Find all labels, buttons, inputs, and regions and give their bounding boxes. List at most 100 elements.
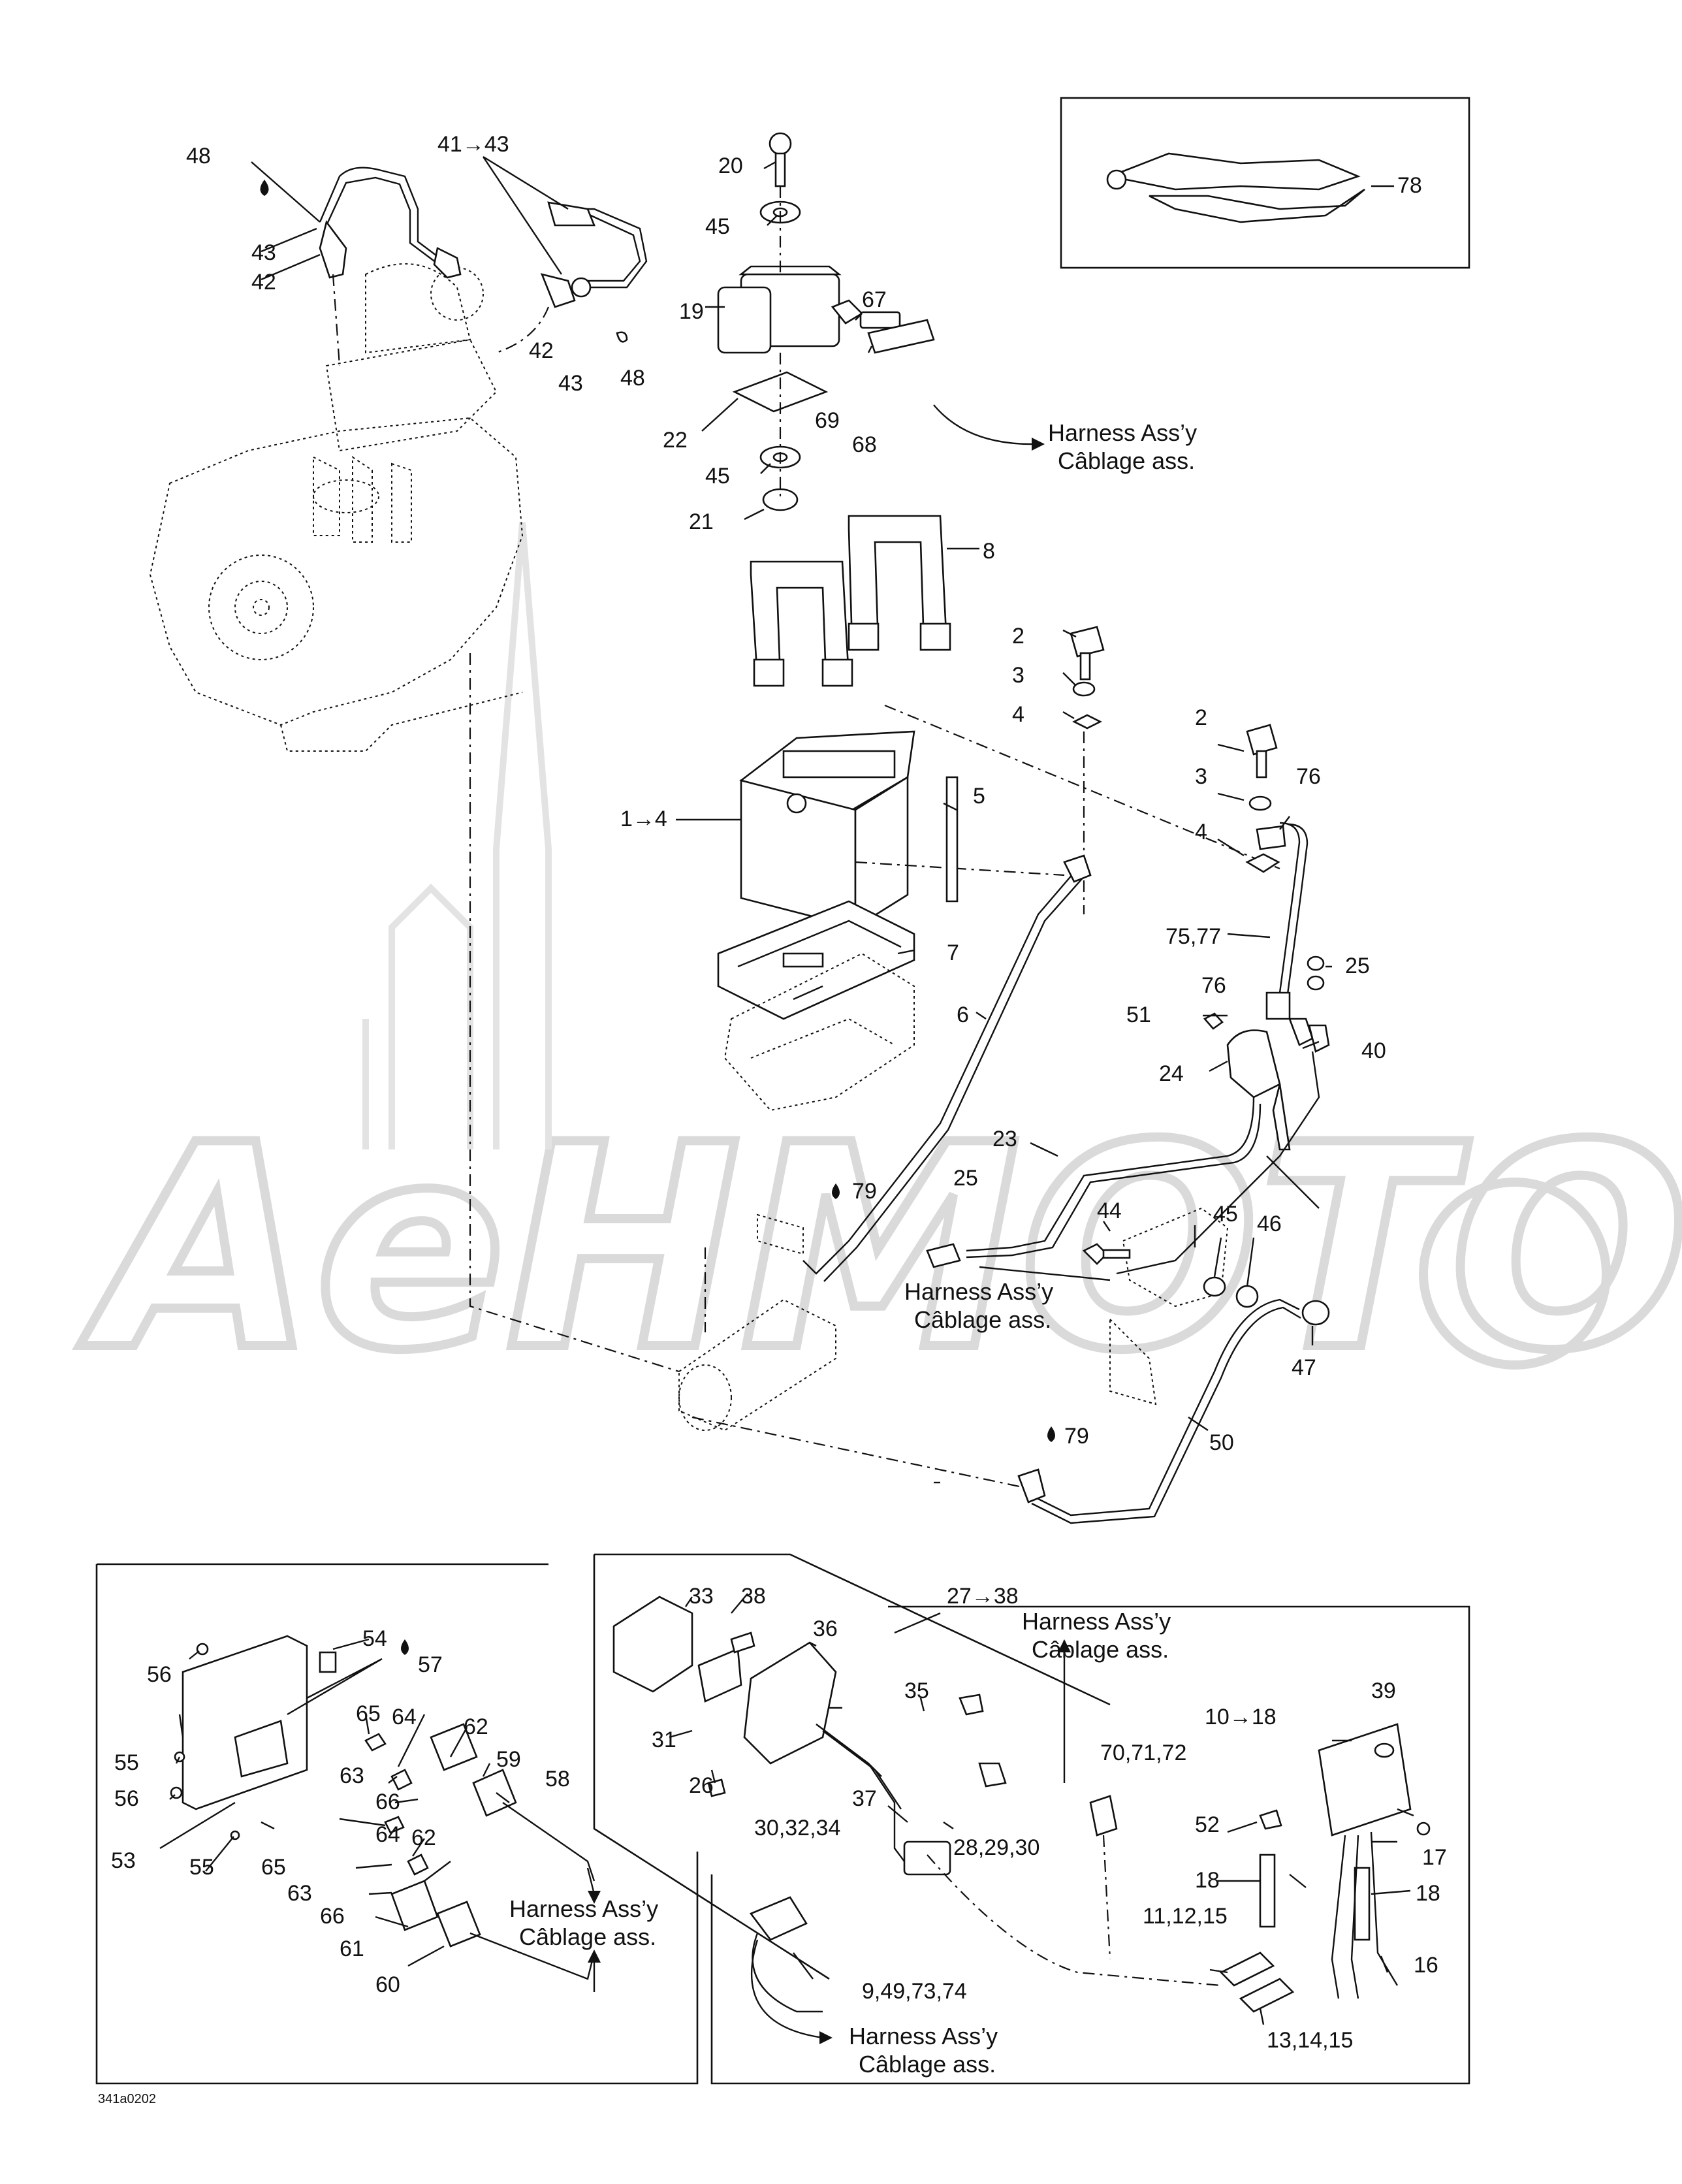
harness-label-line2: Câblage ass. xyxy=(914,1306,1051,1333)
harness-label-line1: Harness Ass’y xyxy=(904,1278,1053,1305)
callout-53: 53 xyxy=(111,1848,136,1873)
ignition-coil xyxy=(717,132,935,511)
harness-label-line2: Câblage ass. xyxy=(1058,447,1195,474)
callout-64: 64 xyxy=(375,1822,400,1847)
callout-45: 45 xyxy=(1213,1202,1238,1227)
callout-68: 68 xyxy=(852,432,877,457)
callout-78: 78 xyxy=(1397,173,1422,198)
crimp-tool-box xyxy=(1060,97,1470,269)
callout-60: 60 xyxy=(375,1972,400,1997)
callout-labels: 48 41→43 43 42 42 43 48 20 45 19 67 69 6… xyxy=(111,132,1447,2053)
watermark: AeHMOTO xyxy=(71,522,1682,1417)
callout-27-38: 27→38 xyxy=(947,1584,1019,1609)
leader-lines xyxy=(159,155,1414,2025)
callout-3: 3 xyxy=(1195,764,1207,789)
callout-69: 69 xyxy=(815,408,840,433)
callout-66: 66 xyxy=(320,1904,345,1929)
callout-4: 4 xyxy=(1195,820,1207,844)
battery-tray xyxy=(717,900,915,1112)
callout-67: 67 xyxy=(862,287,887,312)
callout-65: 65 xyxy=(356,1701,381,1726)
callout-43: 43 xyxy=(251,240,276,265)
callout-75-77: 75,77 xyxy=(1166,924,1221,949)
callout-31: 31 xyxy=(652,1727,676,1752)
harness-label-line1: Harness Ass’y xyxy=(1048,419,1197,446)
battery xyxy=(739,704,1280,929)
callout-59: 59 xyxy=(496,1747,521,1772)
callout-63: 63 xyxy=(340,1763,364,1788)
battery-cable-negative xyxy=(802,854,1092,1282)
callout-13-14-15: 13,14,15 xyxy=(1267,2028,1353,2053)
callout-44: 44 xyxy=(1097,1198,1122,1223)
callout-46: 46 xyxy=(1257,1212,1282,1236)
lower-right-box xyxy=(593,1553,1470,2085)
callout-5: 5 xyxy=(973,784,985,809)
callout-25: 25 xyxy=(953,1166,978,1191)
callout-62: 62 xyxy=(464,1714,488,1739)
lower-left-box xyxy=(95,1563,699,2085)
callout-42: 42 xyxy=(251,270,276,295)
callout-19: 19 xyxy=(679,299,704,324)
callout-11-12-15: 11,12,15 xyxy=(1143,1904,1228,1929)
callout-30-32-34: 30,32,34 xyxy=(754,1816,840,1840)
callout-79: 79 xyxy=(852,1179,877,1204)
callout-51: 51 xyxy=(1126,1003,1151,1027)
callout-7: 7 xyxy=(947,940,959,965)
callout-63: 63 xyxy=(287,1881,312,1906)
callout-18: 18 xyxy=(1416,1881,1440,1906)
callout-20: 20 xyxy=(718,153,743,178)
callout-57: 57 xyxy=(418,1652,443,1677)
watermark-text: AeHMOTO xyxy=(76,1085,1682,1412)
callout-38: 38 xyxy=(741,1584,766,1609)
harness-label-line2: Câblage ass. xyxy=(519,1923,656,1950)
callout-35: 35 xyxy=(904,1678,929,1703)
callout-50: 50 xyxy=(1209,1430,1234,1455)
callout-48: 48 xyxy=(620,366,645,391)
callout-36: 36 xyxy=(813,1616,838,1641)
callout-55: 55 xyxy=(114,1750,139,1775)
callout-22: 22 xyxy=(663,428,688,453)
callout-37: 37 xyxy=(852,1786,877,1811)
callout-33: 33 xyxy=(689,1584,714,1609)
callout-28-29-30: 28,29,30 xyxy=(953,1835,1039,1860)
callout-64: 64 xyxy=(392,1705,417,1729)
harness-label-line1: Harness Ass’y xyxy=(1022,1608,1171,1635)
battery-straps xyxy=(750,515,979,687)
harness-label-line1: Harness Ass’y xyxy=(509,1895,658,1922)
callout-54: 54 xyxy=(362,1626,387,1651)
engine-assembly xyxy=(149,263,524,752)
callout-79: 79 xyxy=(1064,1424,1089,1449)
callout-21: 21 xyxy=(689,509,714,534)
callout-25: 25 xyxy=(1345,954,1370,978)
callout-41-43: 41→43 xyxy=(437,132,509,157)
callout-45: 45 xyxy=(705,214,730,239)
callout-24: 24 xyxy=(1159,1061,1184,1086)
callout-39: 39 xyxy=(1371,1678,1396,1703)
starter-motor xyxy=(469,653,1032,1490)
callout-16: 16 xyxy=(1414,1953,1438,1978)
harness-label-line2: Câblage ass. xyxy=(859,2051,996,2078)
callout-2: 2 xyxy=(1012,624,1024,649)
callout-70-71-72: 70,71,72 xyxy=(1100,1741,1186,1765)
callout-48: 48 xyxy=(186,144,211,169)
callout-18: 18 xyxy=(1195,1868,1220,1893)
callout-3: 3 xyxy=(1012,663,1024,688)
callout-56: 56 xyxy=(114,1786,139,1811)
harness-labels: Harness Ass’y Câblage ass. Harness Ass’y… xyxy=(509,419,1197,2078)
battery-terminal-hardware xyxy=(1070,626,1280,914)
callout-56: 56 xyxy=(147,1662,172,1687)
callout-55: 55 xyxy=(189,1855,214,1880)
harness-arrows xyxy=(586,404,1111,2044)
lubricant-drop-icon xyxy=(260,180,1055,1655)
ignition-wire-assembly xyxy=(319,167,648,366)
callout-76: 76 xyxy=(1201,973,1226,998)
callout-9-49-73-74: 9,49,73,74 xyxy=(862,1979,967,2004)
harness-label-line1: Harness Ass’y xyxy=(849,2023,998,2049)
harness-label-line2: Câblage ass. xyxy=(1032,1636,1169,1663)
callout-6: 6 xyxy=(957,1003,969,1027)
callout-62: 62 xyxy=(411,1825,436,1850)
callout-66: 66 xyxy=(375,1790,400,1814)
callout-42: 42 xyxy=(529,338,554,363)
callout-58: 58 xyxy=(545,1767,570,1791)
